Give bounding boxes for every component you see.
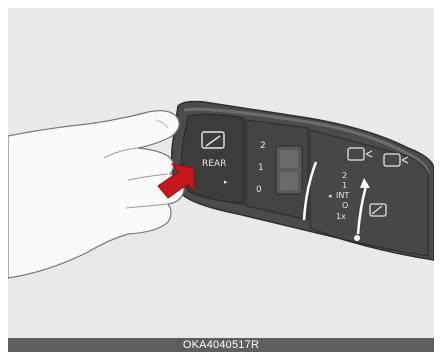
label-rear-arrow: ▸ — [224, 178, 228, 186]
wiper-stalk-illustration: REAR ▸ 2 1 0 2 1 ◂ INT O 1x — [8, 8, 434, 338]
illustration-panel: REAR ▸ 2 1 0 2 1 ◂ INT O 1x — [8, 8, 434, 338]
label-front-1x: 1x — [336, 212, 346, 221]
hand-icon — [8, 111, 184, 278]
label-rear-speed-0: 0 — [256, 185, 262, 195]
wiper-stalk — [172, 102, 434, 261]
label-rear-speed-2: 2 — [260, 141, 266, 151]
label-front-2: 2 — [342, 171, 347, 180]
label-rear-speed-1: 1 — [258, 163, 264, 173]
label-front-int: INT — [336, 191, 349, 200]
label-front-0: O — [342, 201, 348, 210]
label-rear: REAR — [202, 159, 226, 169]
label-front-int-arrow: ◂ — [328, 192, 332, 200]
figure-caption: OKA4040517R — [8, 338, 434, 352]
label-front-1: 1 — [342, 181, 347, 190]
